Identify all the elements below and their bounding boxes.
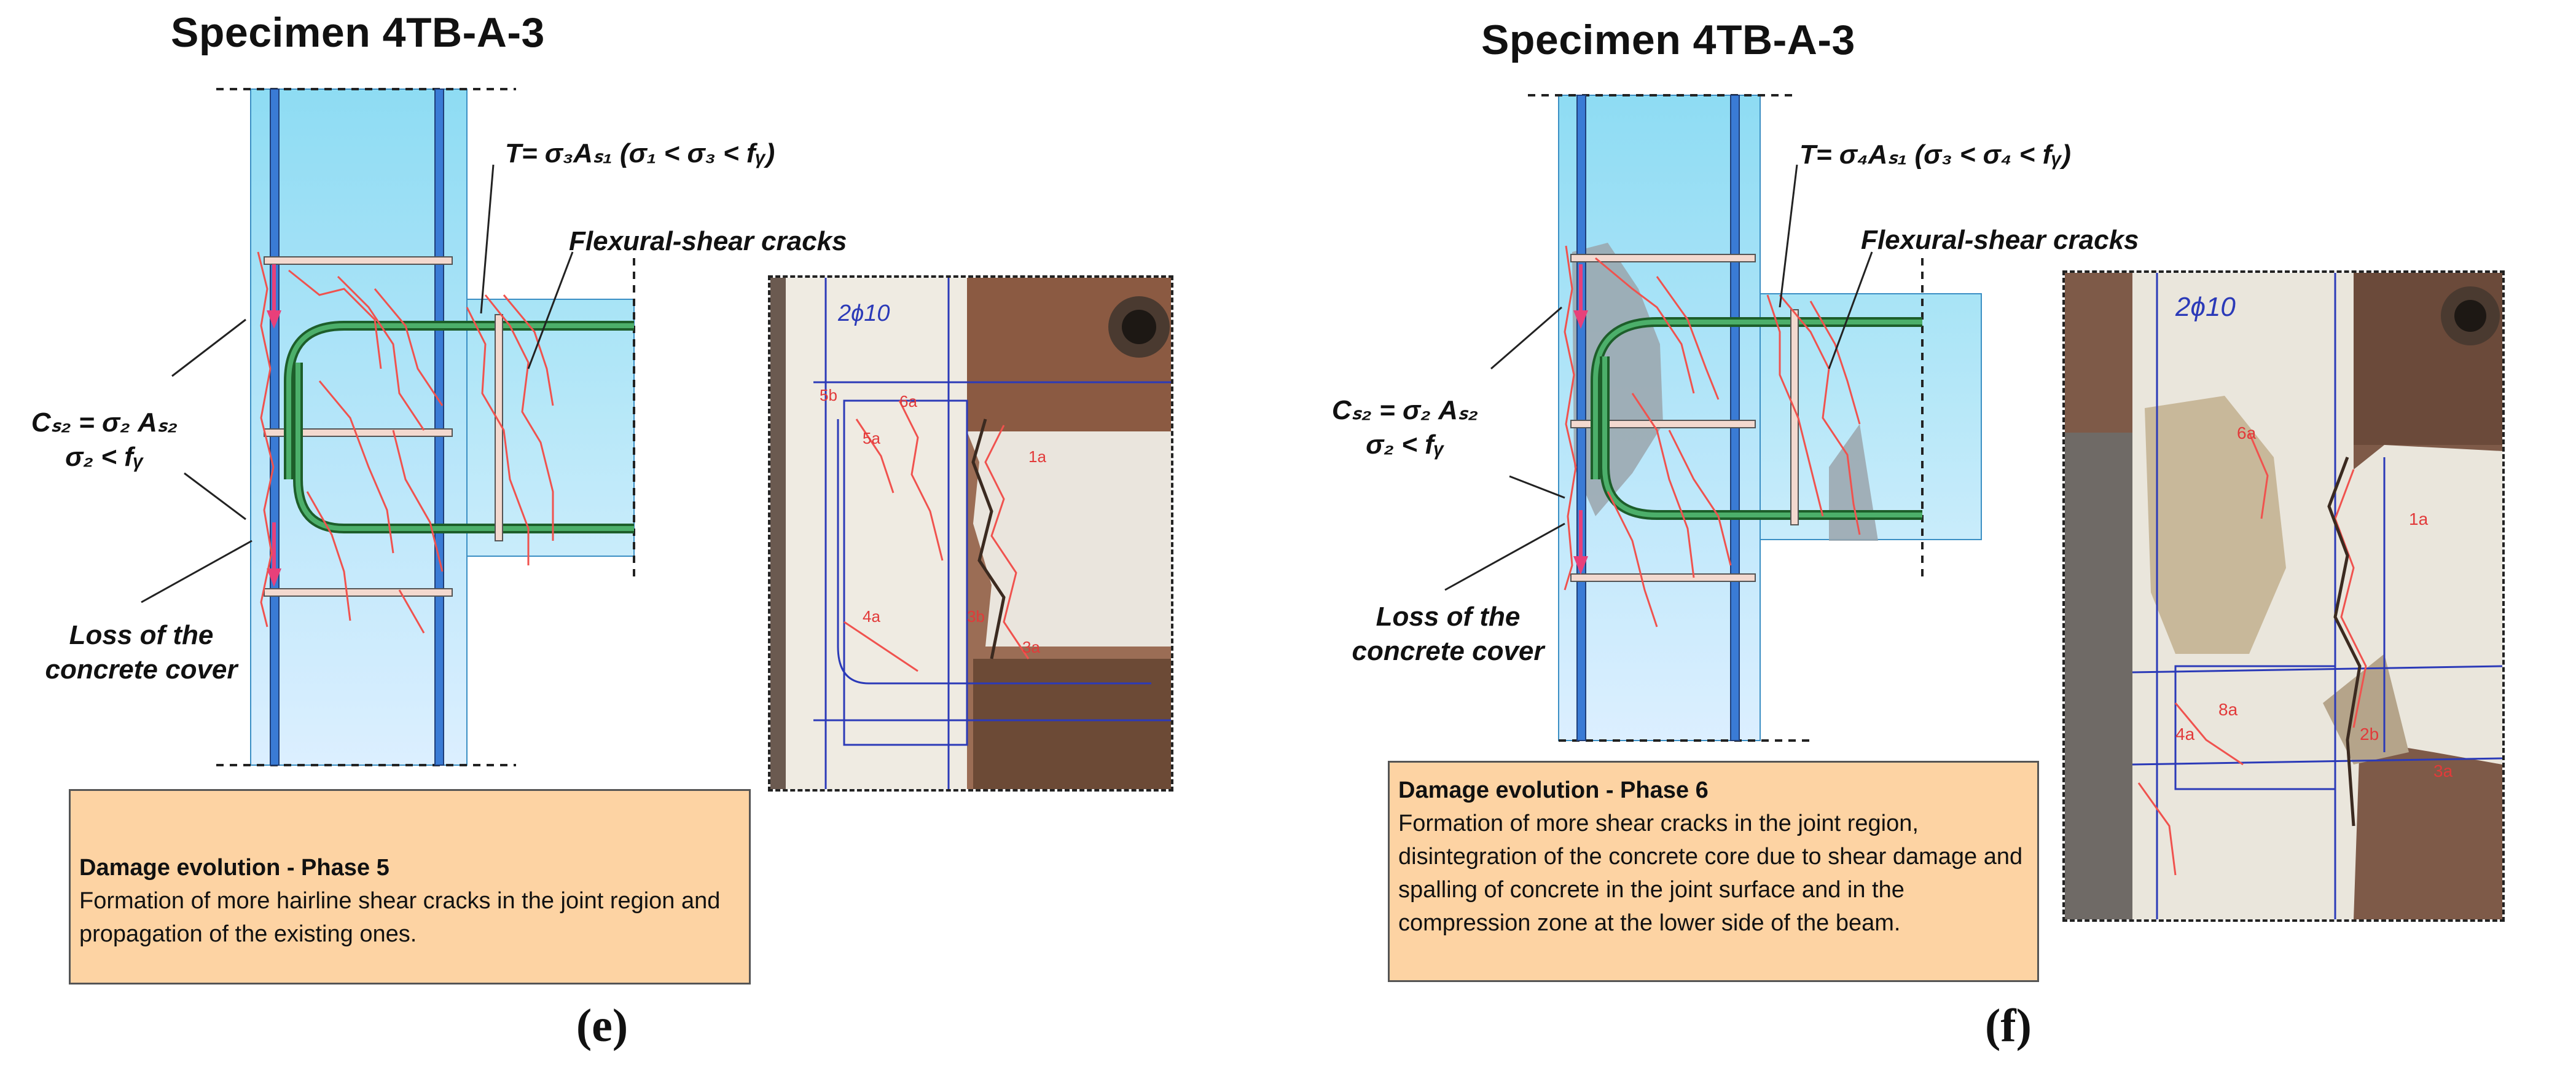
photo-mark: 2ϕ10 xyxy=(2175,292,2236,322)
column-rebar-right xyxy=(1730,95,1740,741)
column-rebar-left xyxy=(1576,95,1586,741)
panel-title: Specimen 4TB-A-3 xyxy=(171,9,545,56)
joint-drawing xyxy=(0,0,799,793)
cover-loss-label: Loss of the concrete cover xyxy=(1352,602,1544,666)
svg-text:4a: 4a xyxy=(863,607,880,626)
svg-text:3a: 3a xyxy=(1022,638,1040,656)
svg-text:8a: 8a xyxy=(2218,700,2238,719)
svg-text:1a: 1a xyxy=(2409,509,2429,529)
compression-force: Cₛ₂ = σ₂ Aₛ₂ xyxy=(1331,395,1479,425)
flexural-shear-cracks-label: Flexural-shear cracks xyxy=(569,226,847,256)
flexural-shear-cracks-label: Flexural-shear cracks xyxy=(1861,225,2139,255)
tension-label: T= σ₄Aₛ₁ (σ₃ < σ₄ < fᵧ) xyxy=(1799,140,2071,170)
caption-text: Formation of more hairline shear cracks … xyxy=(79,888,721,947)
compression-label: Cₛ₂ = σ₂ Aₛ₂ σ₂ < fᵧ xyxy=(1313,393,1497,462)
beam xyxy=(466,299,635,557)
caption-box: Damage evolution - Phase 6 Formation of … xyxy=(1388,761,2039,982)
specimen-photo: 2ϕ10 6a 1a 8a 4a 2b 3a xyxy=(2062,270,2505,922)
svg-text:5a: 5a xyxy=(863,429,880,447)
caption-box: Damage evolution - Phase 5 Formation of … xyxy=(69,789,751,985)
photo-mark: 2ϕ10 xyxy=(837,301,890,326)
svg-text:3b: 3b xyxy=(967,607,985,626)
caption-heading: Damage evolution - Phase 5 xyxy=(79,855,390,881)
svg-text:2b: 2b xyxy=(2360,725,2379,744)
panel-f: Specimen 4TB-A-3 xyxy=(1288,0,2576,1073)
column-rebar-left xyxy=(270,88,280,766)
cover-loss-label: Loss of the concrete cover xyxy=(45,620,238,685)
panel-title: Specimen 4TB-A-3 xyxy=(1481,17,1855,63)
panel-e: Specimen 4TB-A-3 xyxy=(0,0,1173,1051)
svg-text:3a: 3a xyxy=(2433,761,2453,780)
compression-stress: σ₂ < fᵧ xyxy=(65,442,144,472)
subfigure-label: (e) xyxy=(576,1000,628,1051)
column-rebar-right xyxy=(434,88,444,766)
subfigure-label: (f) xyxy=(1985,1000,2032,1051)
caption-text: Formation of more shear cracks in the jo… xyxy=(1398,811,2023,936)
svg-text:6a: 6a xyxy=(899,392,917,411)
compression-stress: σ₂ < fᵧ xyxy=(1366,430,1444,460)
svg-text:1a: 1a xyxy=(1028,447,1046,466)
caption-heading: Damage evolution - Phase 6 xyxy=(1398,777,1709,803)
compression-label: Cₛ₂ = σ₂ Aₛ₂ σ₂ < fᵧ xyxy=(18,406,190,474)
tension-label: T= σ₃Aₛ₁ (σ₁ < σ₃ < fᵧ) xyxy=(505,138,775,168)
specimen-photo: 2ϕ10 5b 6a 5a 1a 4a 3b 3a xyxy=(768,275,1173,792)
svg-text:5b: 5b xyxy=(820,386,837,404)
compression-force: Cₛ₂ = σ₂ Aₛ₂ xyxy=(31,407,178,438)
svg-text:6a: 6a xyxy=(2237,423,2257,442)
svg-text:4a: 4a xyxy=(2175,725,2195,744)
joint-drawing xyxy=(1288,0,2087,793)
